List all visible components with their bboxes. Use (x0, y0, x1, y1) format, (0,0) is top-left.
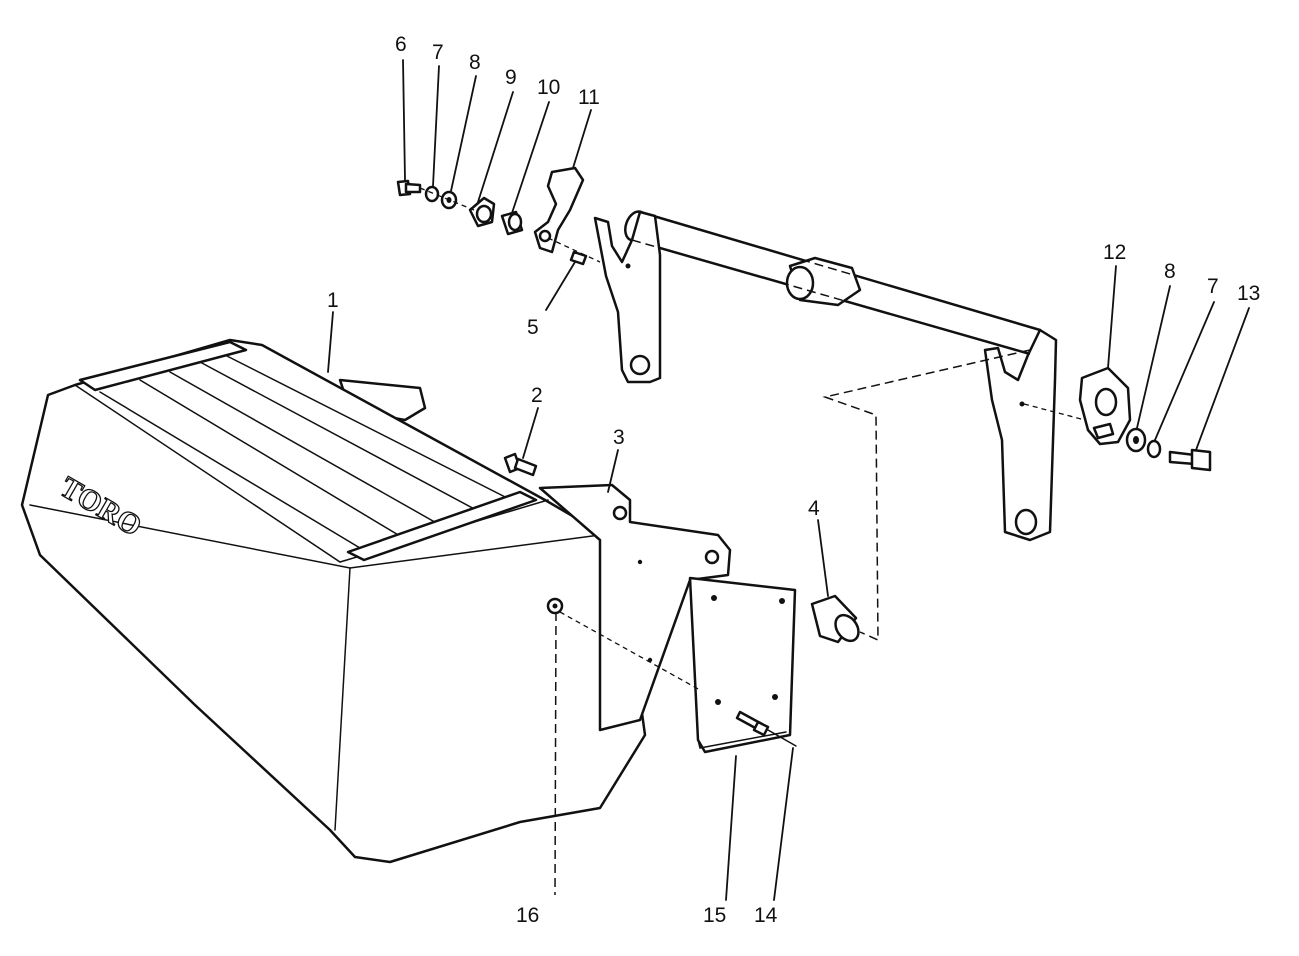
callout-4: 4 (808, 497, 820, 520)
right-hardware-stack (1078, 366, 1212, 472)
assembly-guide-lines (419, 187, 1086, 896)
callout-6: 6 (395, 33, 407, 56)
left-hardware-stack (396, 166, 588, 266)
callout-15: 15 (703, 904, 726, 927)
callout-9: 9 (505, 66, 517, 89)
grass-catcher-basket: TORO (20, 338, 647, 864)
callout-1: 1 (327, 289, 339, 312)
pin-14 (735, 710, 797, 747)
bolt-2 (503, 452, 538, 477)
mounting-bracket (538, 483, 732, 732)
mounting-plate (688, 576, 797, 754)
callout-10: 10 (537, 76, 560, 99)
callout-5: 5 (527, 316, 539, 339)
callout-labels: 1 2 3 4 5 6 7 8 9 10 11 12 8 7 13 16 15 … (327, 33, 1260, 927)
callout-8-right: 8 (1164, 260, 1176, 283)
leader-lines (327, 59, 1250, 901)
callout-7-left: 7 (432, 41, 444, 64)
callout-7-right: 7 (1207, 275, 1219, 298)
callout-12: 12 (1103, 241, 1126, 264)
lift-arm-shaft (593, 210, 1058, 542)
callout-2: 2 (531, 384, 543, 407)
callout-3: 3 (613, 426, 625, 449)
callout-13: 13 (1237, 282, 1260, 305)
bushing-4 (810, 594, 860, 644)
callout-16: 16 (516, 904, 539, 927)
callout-11: 11 (578, 86, 600, 109)
callout-8-left: 8 (469, 51, 481, 74)
callout-14: 14 (754, 904, 778, 927)
